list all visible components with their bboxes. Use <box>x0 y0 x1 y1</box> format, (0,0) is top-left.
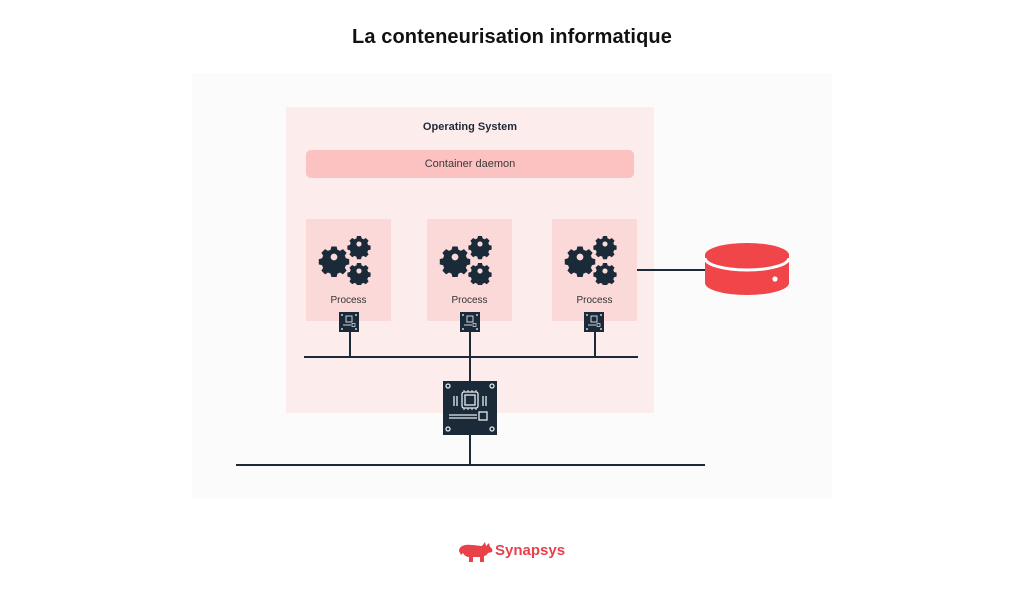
process-label: Process <box>451 295 488 306</box>
brand-name: Synapsys <box>495 542 566 559</box>
process-label: Process <box>330 295 367 306</box>
synapsys-logo: Synapsys <box>457 539 577 565</box>
chip-icon <box>339 312 359 332</box>
chip-icon <box>584 312 604 332</box>
process-box: Process <box>427 219 512 321</box>
rhino-icon <box>459 542 493 562</box>
connector-line <box>594 332 596 357</box>
gears-icon <box>318 236 371 285</box>
process-box: Process <box>306 219 391 321</box>
diagram-title: La conteneurisation informatique <box>352 26 672 48</box>
storage-connector-line <box>637 269 705 271</box>
motherboard-chip-icon <box>443 381 497 435</box>
operating-system-label: Operating System <box>422 121 518 133</box>
connector-line <box>469 435 471 465</box>
gears-icon <box>439 236 492 285</box>
process-bus-line <box>304 356 638 358</box>
process-label: Process <box>576 295 613 306</box>
gears-icon <box>564 236 617 285</box>
container-daemon-bar: Container daemon <box>306 150 634 178</box>
connector-line <box>349 332 351 357</box>
process-box: Process <box>552 219 637 321</box>
chip-icon <box>460 312 480 332</box>
hardware-bus-line <box>236 464 705 466</box>
database-disk-icon <box>705 243 789 295</box>
